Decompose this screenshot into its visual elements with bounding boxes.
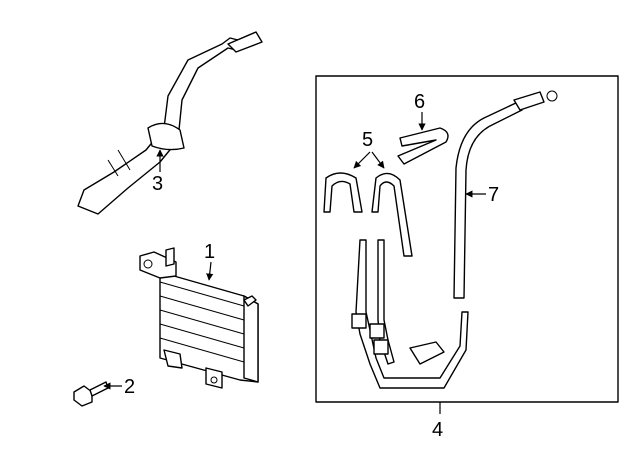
cooler-tubes[interactable] — [351, 239, 469, 389]
bolt-part-2[interactable] — [73, 381, 109, 407]
callout-7: 7 — [465, 184, 499, 206]
oil-cooler-part-1[interactable] — [139, 247, 259, 389]
hose-part-7[interactable] — [453, 90, 558, 299]
callout-5: 5 — [353, 129, 385, 169]
svg-text:4: 4 — [432, 419, 443, 441]
svg-text:2: 2 — [124, 376, 135, 398]
hose-part-6[interactable] — [397, 127, 449, 165]
svg-text:5: 5 — [362, 129, 373, 151]
callout-3: 3 — [152, 149, 164, 195]
tube-assembly-box-part-4 — [315, 75, 619, 403]
hoses-part-5[interactable] — [323, 172, 413, 257]
callout-6: 6 — [414, 91, 426, 131]
svg-text:7: 7 — [488, 184, 499, 206]
callout-1: 1 — [204, 241, 215, 281]
hose-part-3[interactable] — [77, 31, 263, 215]
svg-text:6: 6 — [414, 91, 425, 113]
callout-4: 4 — [432, 402, 443, 441]
svg-text:3: 3 — [152, 173, 163, 195]
svg-text:1: 1 — [204, 241, 215, 263]
callout-2: 2 — [103, 376, 135, 398]
